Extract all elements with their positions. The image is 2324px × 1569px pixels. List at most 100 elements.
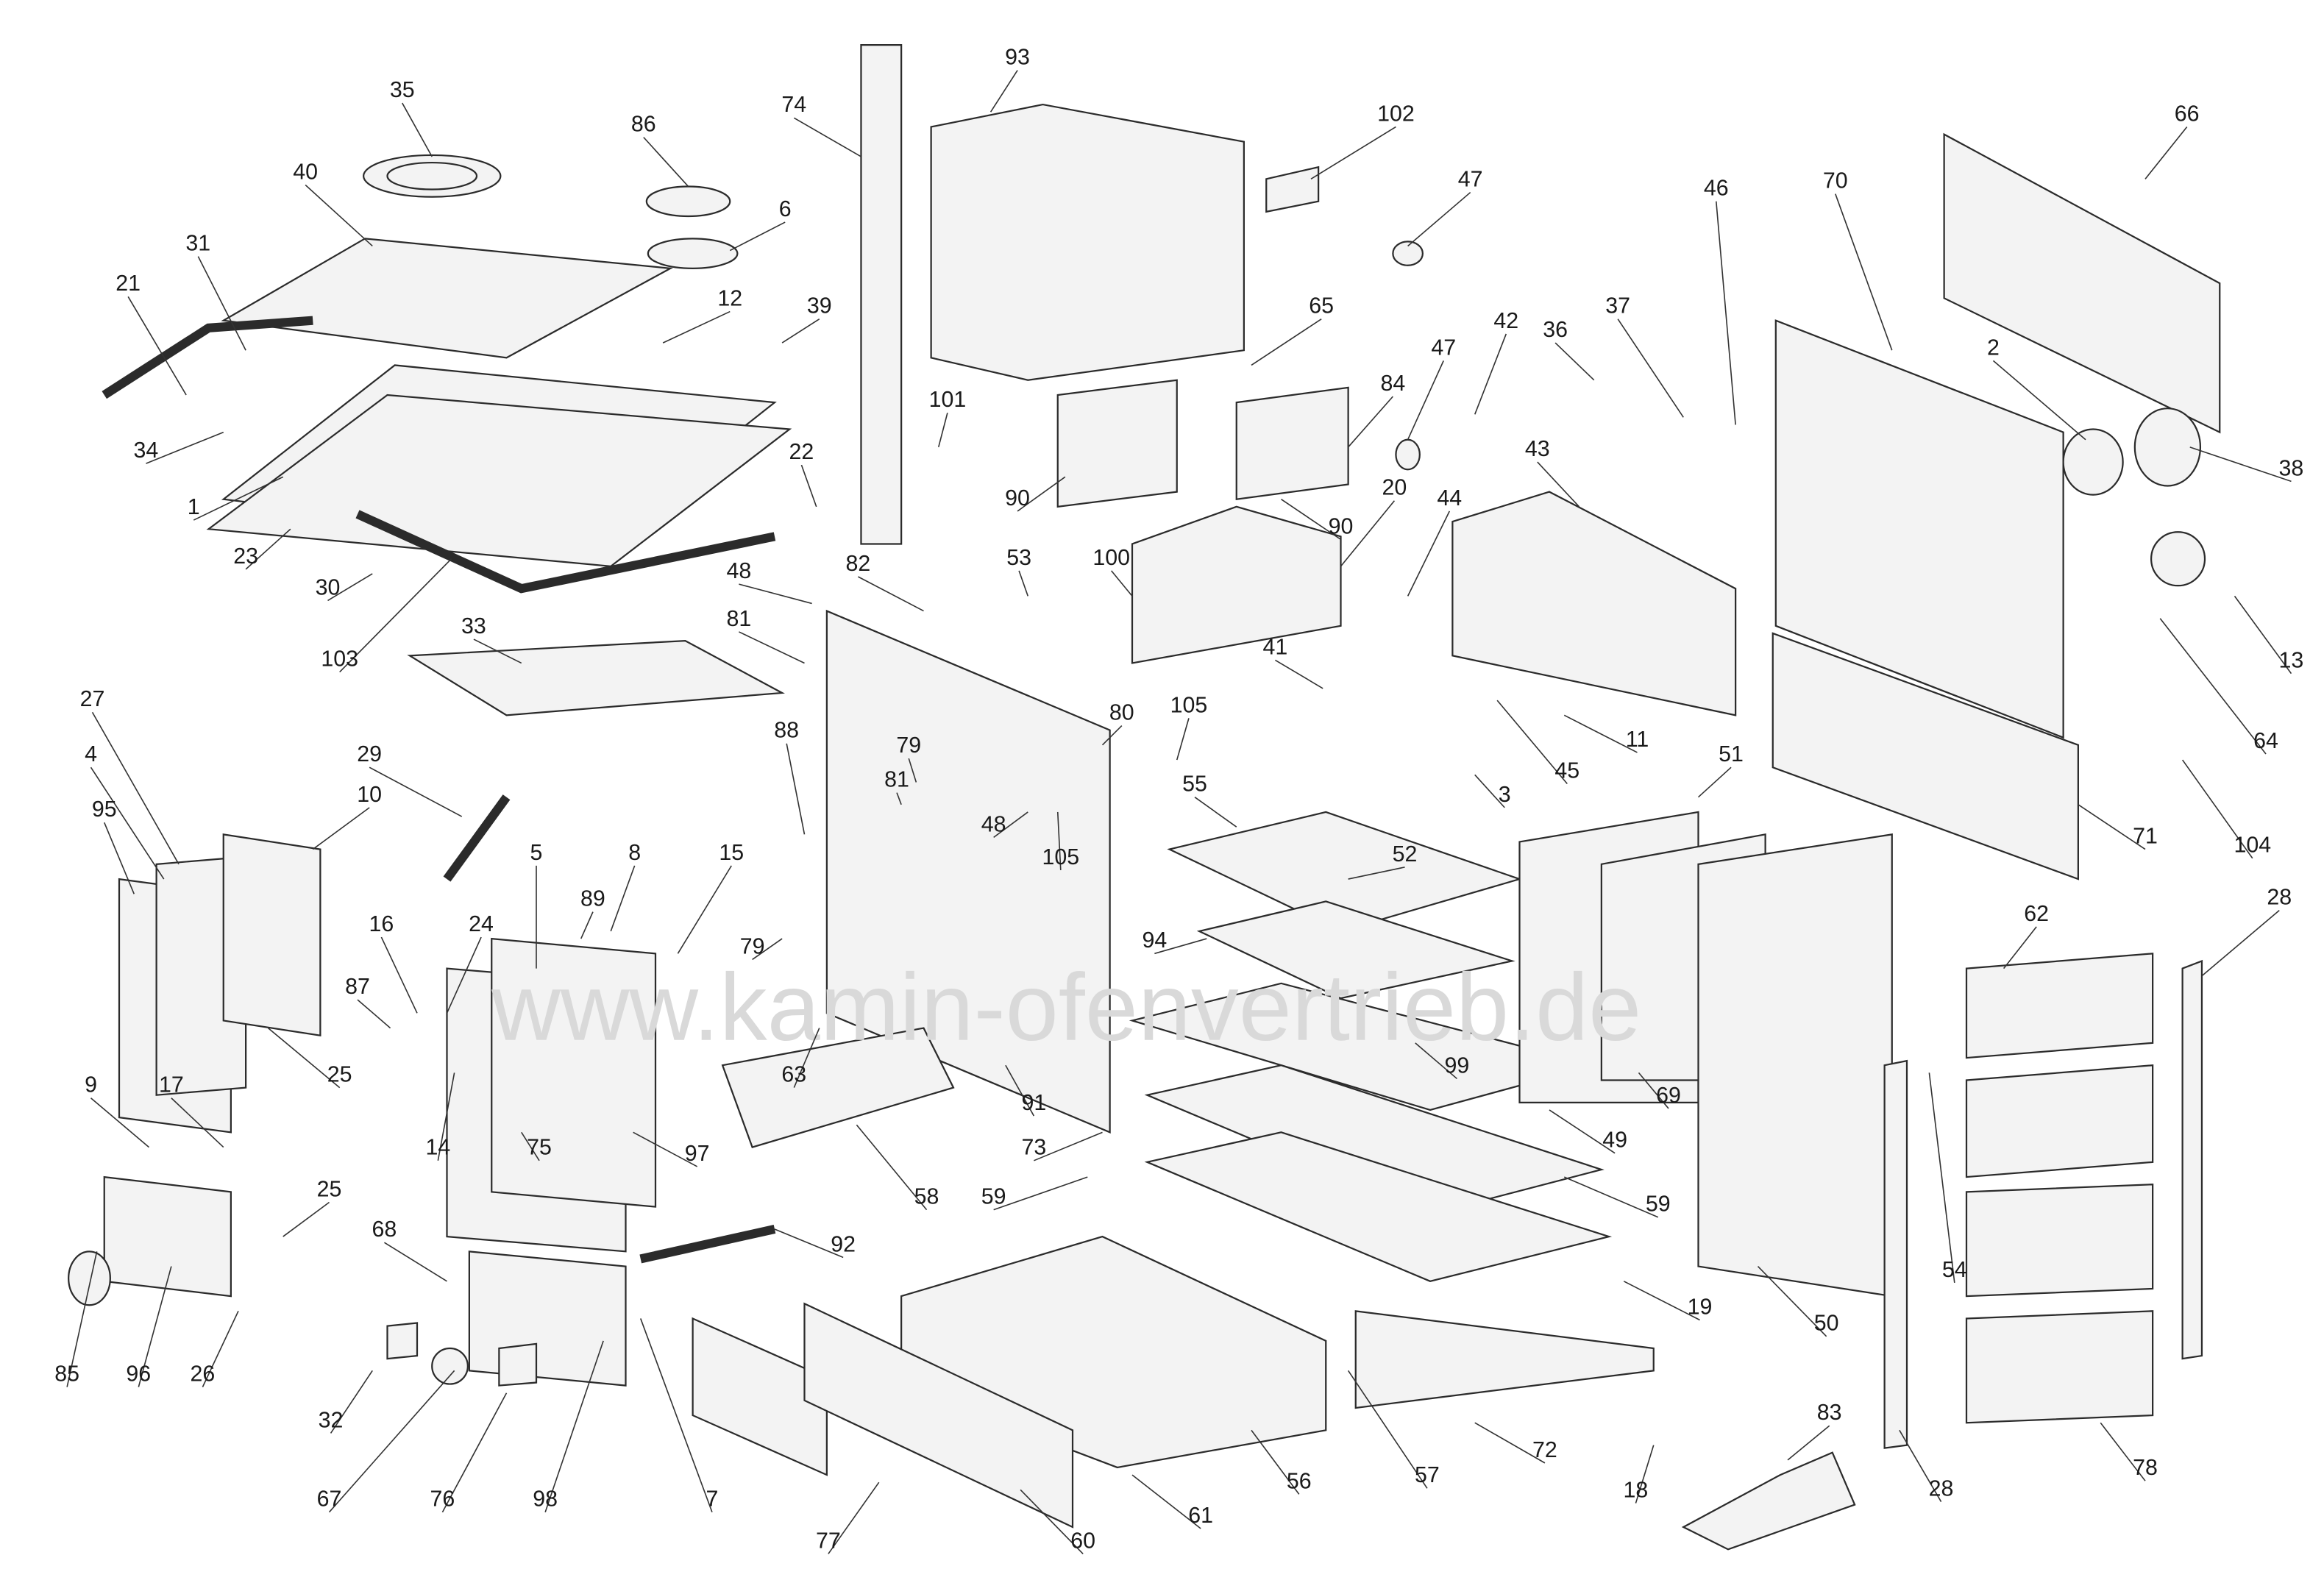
handle-bar	[355, 510, 776, 594]
leader-line	[1992, 360, 2086, 441]
handle-bar	[102, 316, 313, 399]
part-number-label: 87	[345, 975, 370, 999]
leader-line	[1415, 1042, 1457, 1080]
leader-line	[544, 1340, 604, 1512]
leader-line	[1563, 714, 1638, 753]
leader-line	[1407, 191, 1471, 247]
leader-line	[138, 1266, 172, 1387]
leader-line	[441, 1392, 508, 1513]
leader-line	[369, 766, 463, 817]
leader-line	[1154, 938, 1207, 955]
leader-line	[90, 1097, 150, 1148]
leader-line	[677, 865, 732, 954]
part-shape	[1772, 632, 2079, 880]
leader-line	[989, 70, 1018, 113]
part-number-label: 34	[134, 438, 159, 463]
part-number-label: 59	[981, 1185, 1006, 1209]
part-number-label: 90	[1005, 486, 1030, 510]
leader-line	[1474, 333, 1507, 415]
part-number-label: 79	[740, 934, 765, 958]
leader-line	[1034, 1131, 1103, 1161]
part-number-label: 65	[1309, 294, 1334, 319]
part-number-label: 99	[1445, 1053, 1470, 1078]
part-number-label: 4	[85, 742, 97, 766]
leader-line	[446, 936, 482, 1014]
leader-line	[1496, 700, 1568, 785]
part-number-label: 28	[2267, 886, 2292, 910]
part-number-label: 105	[1042, 845, 1079, 869]
leader-line	[856, 1124, 928, 1211]
leader-line	[1474, 774, 1505, 808]
part-number-label: 94	[1142, 928, 1167, 953]
part-number-label: 35	[390, 78, 415, 102]
round-part-shape	[386, 161, 478, 191]
part-number-label: 102	[1377, 102, 1415, 126]
part-number-label: 3	[1499, 783, 1511, 807]
leader-line	[357, 999, 391, 1029]
round-part-shape	[2150, 531, 2206, 587]
leader-line	[1757, 1266, 1827, 1337]
leader-line	[1348, 396, 1393, 448]
part-number-label: 36	[1543, 318, 1568, 342]
part-number-label: 39	[807, 294, 832, 319]
leader-line	[1020, 1489, 1084, 1554]
round-part-shape	[1395, 438, 1421, 471]
watermark: www.kamin-ofenvertrieb.de	[491, 955, 1641, 1061]
round-part-shape	[68, 1250, 111, 1306]
leader-line	[327, 573, 373, 602]
leader-lines	[66, 70, 2292, 1554]
part-number-label: 71	[2133, 824, 2158, 848]
round-part-shape	[647, 238, 739, 269]
round-part-shape	[2133, 408, 2202, 487]
part-number-label: 86	[631, 113, 656, 137]
part-shape	[468, 1250, 627, 1387]
part-number-label: 9	[85, 1073, 97, 1097]
leader-line	[752, 938, 783, 961]
part-number-label: 54	[1942, 1258, 1967, 1282]
leader-line	[282, 1201, 330, 1237]
parts-layer	[68, 43, 2221, 1551]
part-number-label: 22	[789, 440, 814, 464]
leader-line	[2003, 926, 2037, 969]
leader-line	[1310, 126, 1396, 180]
part-number-label: 72	[1532, 1438, 1557, 1462]
part-number-label: 77	[816, 1529, 841, 1553]
part-number-label: 80	[1109, 700, 1134, 725]
leader-line	[1005, 1064, 1035, 1117]
leader-line	[1899, 1429, 1942, 1502]
leader-line	[993, 811, 1028, 839]
leader-line	[1474, 1422, 1546, 1464]
part-number-label: 7	[706, 1487, 719, 1512]
leader-line	[793, 1028, 820, 1088]
part-number-label: 25	[327, 1062, 352, 1086]
part-number-label: 91	[1021, 1091, 1046, 1115]
part-number-label: 68	[372, 1217, 397, 1242]
part-shape	[491, 937, 657, 1208]
round-part-shape	[431, 1347, 469, 1385]
leader-line	[633, 1131, 698, 1167]
part-shape	[803, 1302, 1074, 1529]
part-number-label: 37	[1605, 294, 1630, 319]
leader-line	[127, 296, 187, 396]
leader-line	[739, 631, 805, 664]
part-number-label: 67	[317, 1487, 342, 1512]
part-shape	[221, 238, 673, 359]
part-number-label: 58	[914, 1185, 939, 1209]
part-number-label: 66	[2175, 102, 2200, 126]
part-number-label: 31	[185, 232, 210, 256]
part-number-label: 105	[1170, 693, 1208, 717]
leader-line	[800, 464, 817, 508]
leader-line	[1017, 476, 1066, 512]
leader-line	[305, 184, 373, 247]
part-number-label: 90	[1329, 514, 1354, 538]
leader-line	[1617, 319, 1684, 418]
part-number-label: 61	[1188, 1504, 1213, 1528]
leader-line	[1638, 1072, 1669, 1109]
part-shape	[1196, 900, 1515, 1000]
leader-line	[2159, 618, 2267, 755]
leader-line	[1635, 1445, 1655, 1504]
part-number-label: 73	[1021, 1136, 1046, 1160]
leader-line	[793, 117, 861, 157]
part-number-label: 104	[2234, 833, 2271, 858]
